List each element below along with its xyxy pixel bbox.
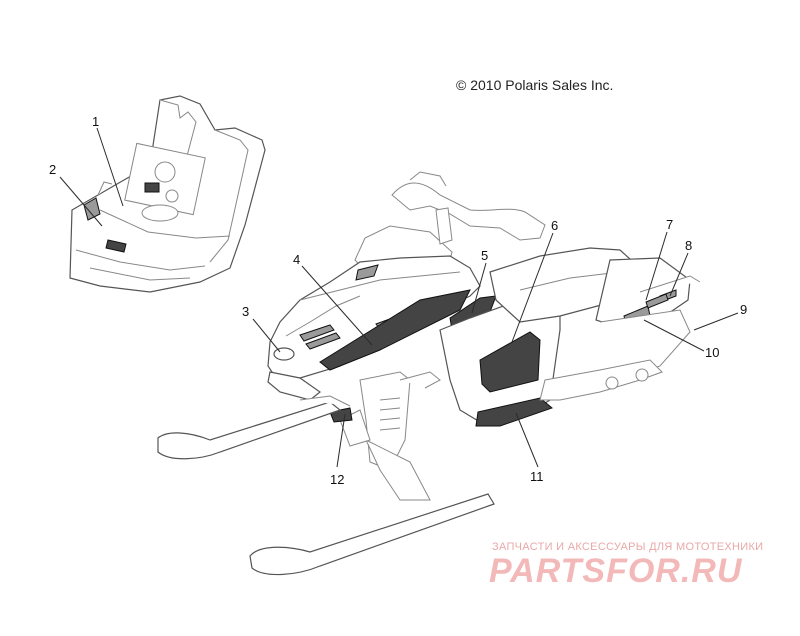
callout-10: 10 bbox=[705, 345, 719, 360]
callout-labels: 1 2 3 4 5 6 7 8 9 10 11 12 bbox=[49, 114, 747, 487]
callout-12: 12 bbox=[330, 472, 344, 487]
hood-vent-left bbox=[299, 324, 335, 342]
callout-9: 9 bbox=[740, 302, 747, 317]
dash-assembly-inset bbox=[69, 95, 266, 293]
callout-7: 7 bbox=[666, 217, 673, 232]
watermark-logo: PARTSFOR.RU bbox=[489, 552, 743, 590]
callout-3: 3 bbox=[242, 304, 249, 319]
callout-2: 2 bbox=[49, 162, 56, 177]
callout-1: 1 bbox=[92, 114, 99, 129]
headlight-3 bbox=[273, 347, 295, 361]
callout-8: 8 bbox=[685, 238, 692, 253]
hood-decal-4 bbox=[319, 289, 471, 371]
side-decal-left bbox=[83, 197, 101, 221]
callout-5: 5 bbox=[481, 248, 488, 263]
dash-decal bbox=[105, 239, 127, 253]
callout-11: 11 bbox=[530, 469, 544, 484]
key-switch-decal bbox=[144, 182, 160, 193]
callout-4: 4 bbox=[293, 252, 300, 267]
lower-decal-11 bbox=[475, 397, 554, 427]
rear-decal-7 bbox=[645, 293, 669, 309]
callout-6: 6 bbox=[551, 218, 558, 233]
watermark-tagline: ЗАПЧАСТИ И АКСЕССУАРЫ ДЛЯ МОТОТЕХНИКИ bbox=[492, 541, 764, 553]
copyright-text: © 2010 Polaris Sales Inc. bbox=[456, 77, 614, 93]
leader-lines bbox=[59, 127, 739, 468]
side-panel-decal-6 bbox=[479, 331, 541, 393]
snowmobile-body bbox=[157, 171, 701, 576]
